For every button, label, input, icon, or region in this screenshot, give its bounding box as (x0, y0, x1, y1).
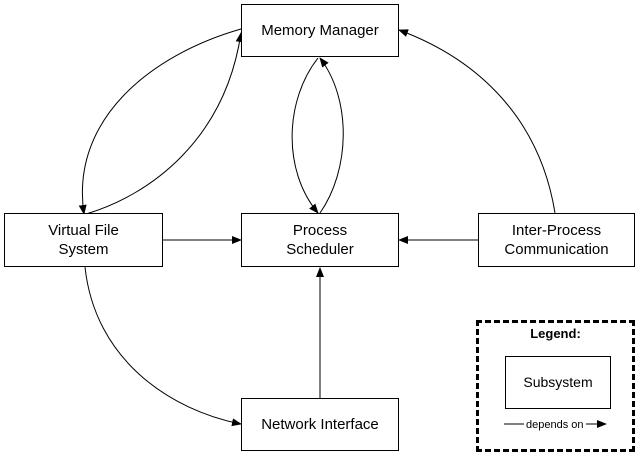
legend-title: Legend: (530, 326, 581, 341)
legend-subsystem-box: Subsystem (505, 356, 611, 409)
memory-manager-label: Memory Manager (261, 22, 379, 39)
network-interface-box[interactable]: Network Interface (241, 398, 399, 451)
process-scheduler-box[interactable]: Process Scheduler (241, 213, 399, 267)
process-scheduler-label: Process Scheduler (286, 222, 354, 258)
edge-vfs-to-network-interface (84, 266, 242, 427)
network-interface-label: Network Interface (261, 416, 379, 433)
edge-scheduler-to-memory-manager (319, 57, 344, 214)
virtual-file-system-box[interactable]: Virtual File System (4, 213, 163, 267)
legend-depends-on-label: depends on (524, 419, 586, 432)
edge-vfs-to-memory-manager (85, 32, 244, 215)
edge-memory-manager-to-scheduler (291, 57, 319, 214)
virtual-file-system-label: Virtual File System (48, 222, 119, 258)
edge-memory-manager-to-vfs (78, 28, 242, 215)
memory-manager-box[interactable]: Memory Manager (241, 4, 399, 57)
legend: Legend: Subsystem depends on (476, 320, 635, 452)
edge-ipc-to-memory-manager (398, 29, 556, 214)
inter-process-communication-label: Inter-Process Communication (504, 222, 609, 258)
inter-process-communication-box[interactable]: Inter-Process Communication (478, 213, 635, 267)
legend-subsystem-label: Subsystem (523, 374, 593, 390)
